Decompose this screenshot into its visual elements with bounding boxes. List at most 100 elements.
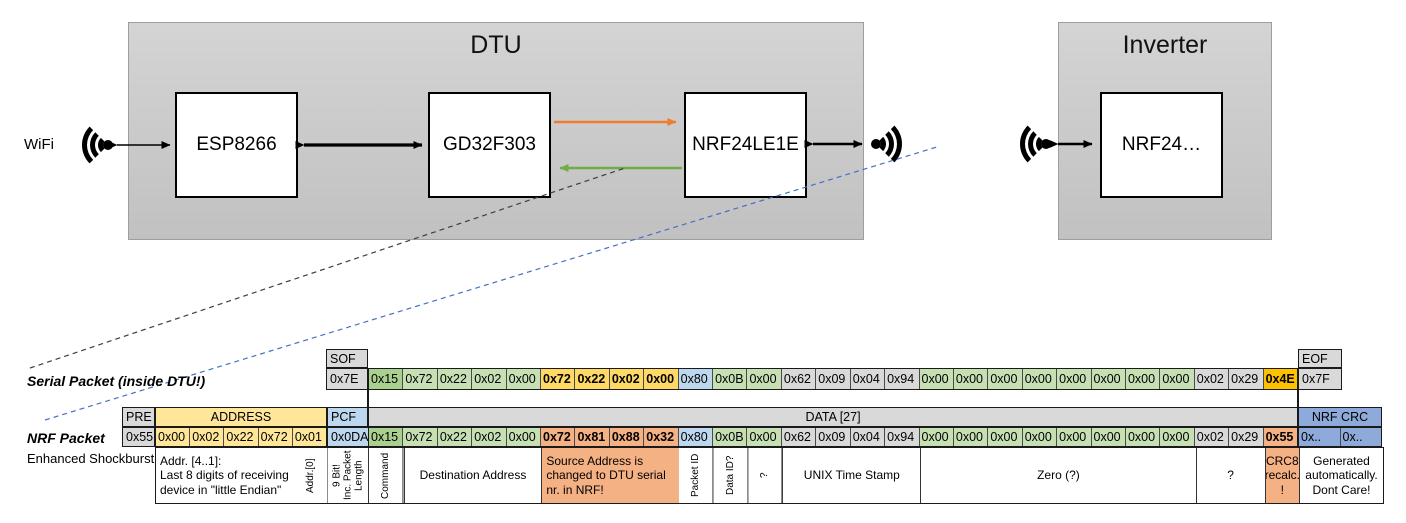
nrf-byte-cell: 0x02 — [1193, 428, 1229, 446]
annotation-cell: Command — [369, 448, 404, 503]
serial-packet-label: Serial Packet (inside DTU!) — [27, 373, 206, 389]
component-label: GD32F303 — [443, 134, 536, 155]
inverter-title: Inverter — [1122, 31, 1208, 59]
annotation-cell: Addr. [4..1]: Last 8 digits of receiving… — [156, 448, 294, 503]
serial-byte-cell: 0x00 — [643, 369, 678, 389]
pre-value-cell: 0x55 — [122, 427, 155, 447]
nrf-byte-cell: 0x00 — [746, 428, 781, 446]
nrf-crc-header-text: NRF CRC — [1299, 408, 1381, 426]
nrf-address-byte-cell: 0x01 — [291, 428, 327, 446]
serial-byte-cell: 0x00 — [1159, 369, 1194, 389]
nrf-byte-cell: 0x32 — [643, 428, 678, 446]
serial-byte-cell: 0x22 — [436, 369, 472, 389]
nrf-byte-cell: 0x00 — [1021, 428, 1057, 446]
nrf-byte-cell: 0x81 — [574, 428, 609, 446]
annotation-cell: Generated automatically. Dont Care! — [1299, 448, 1384, 503]
eof-value-cell: 0x7F — [1298, 368, 1342, 390]
pcf-value-text: 0x0DA — [328, 428, 369, 446]
nrf-address-byte-cell: 0x02 — [189, 428, 224, 446]
serial-byte-cell: 0x00 — [1056, 369, 1091, 389]
eof-header-text: EOF — [1299, 350, 1341, 367]
serial-byte-cell: 0x4E — [1262, 369, 1297, 389]
serial-byte-cell: 0x00 — [746, 369, 781, 389]
wifi-dot-icon — [871, 139, 881, 149]
address-header-text: ADDRESS — [156, 408, 326, 426]
component-box-esp8266: ESP8266 — [175, 92, 298, 198]
nrf-byte-cell: 0x00 — [505, 428, 541, 446]
pre-header-cell: PRE — [122, 407, 155, 427]
wifi-label: WiFi — [24, 136, 54, 153]
serial-byte-cell: 0x00 — [505, 369, 541, 389]
nrf-byte-cell: 0x55 — [1262, 428, 1297, 446]
serial-byte-cell: 0x02 — [608, 369, 644, 389]
wifi-arc-icon — [82, 119, 134, 171]
nrf-byte-cell: 0x00 — [952, 428, 988, 446]
nrf-byte-cell: 0x62 — [780, 428, 816, 446]
serial-byte-cell: 0x72 — [402, 369, 437, 389]
nrf-byte-cell: 0x00 — [1124, 428, 1160, 446]
component-label: NRF24… — [1121, 134, 1202, 155]
enhanced-shockburst-label: Enhanced Shockburst — [27, 451, 155, 466]
nrf-address-byte-cell: 0x00 — [156, 428, 190, 446]
wifi-icon — [66, 117, 114, 173]
wifi-dot-icon — [103, 140, 113, 150]
annotation-cell: CRC8 recalc. ! — [1264, 448, 1300, 503]
nrf-byte-cell: 0x29 — [1228, 428, 1263, 446]
eof-value-text: 0x7F — [1299, 369, 1341, 389]
serial-byte-cell: 0x02 — [471, 369, 506, 389]
nrf-byte-cell: 0x00 — [1159, 428, 1194, 446]
component-box-nrf24: NRF24… — [1100, 92, 1223, 198]
annotation-cell: Source Address is changed to DTU serial … — [541, 448, 680, 503]
pcf-header-cell: PCF — [327, 407, 368, 427]
serial-byte-cell: 0x00 — [1124, 369, 1160, 389]
component-label: ESP8266 — [196, 134, 277, 155]
serial-byte-cell: 0x00 — [1021, 369, 1057, 389]
annotation-cell: UNIX Time Stamp — [782, 448, 921, 503]
component-box-nrf24le1e: NRF24LE1E — [684, 92, 807, 198]
serial-byte-cell: 0x15 — [369, 369, 403, 389]
nrf-annotations-row: Addr. [4..1]: Last 8 digits of receiving… — [155, 447, 1385, 504]
nrf-byte-cell: 0x0B — [712, 428, 747, 446]
annotation-cell: ? — [1195, 448, 1265, 503]
nrf-crc-byte-cell: 0x.. — [1339, 428, 1381, 446]
serial-byte-cell: 0x02 — [1193, 369, 1229, 389]
annotation-cell: ? — [748, 448, 783, 503]
nrf-address-byte-cell: 0x22 — [223, 428, 258, 446]
serial-byte-cell: 0x04 — [849, 369, 885, 389]
annotation-cell: Data ID? — [713, 448, 748, 503]
nrf-crc-byte-cell: 0x.. — [1299, 428, 1340, 446]
annotation-cell: Packet ID — [679, 448, 714, 503]
nrf-crc-values-row: 0x..0x.. — [1298, 427, 1382, 447]
component-box-gd32f303: GD32F303 — [428, 92, 551, 198]
sof-header-text: SOF — [327, 350, 367, 367]
serial-byte-cell: 0x29 — [1228, 369, 1263, 389]
pre-value-text: 0x55 — [123, 428, 154, 446]
serial-byte-cell: 0x00 — [952, 369, 988, 389]
address-header-cell: ADDRESS — [155, 407, 327, 427]
wifi-icon — [1004, 116, 1052, 172]
nrf-byte-cell: 0x72 — [402, 428, 437, 446]
nrf-crc-header-cell: NRF CRC — [1298, 407, 1382, 427]
nrf-address-byte-cell: 0x72 — [257, 428, 292, 446]
pre-header-text: PRE — [123, 408, 154, 426]
serial-byte-cell: 0x09 — [815, 369, 850, 389]
wifi-dot-icon — [1041, 139, 1051, 149]
annotation-cell: Zero (?) — [920, 448, 1196, 503]
nrf-byte-cell: 0x88 — [608, 428, 644, 446]
data-header-cell: DATA [27] — [368, 407, 1298, 427]
nrf-byte-cell: 0x09 — [815, 428, 850, 446]
nrf-byte-cell: 0x72 — [540, 428, 575, 446]
nrf-byte-cell: 0x04 — [849, 428, 885, 446]
sof-header-cell: SOF — [326, 349, 368, 368]
nrf-byte-cell: 0x00 — [987, 428, 1022, 446]
dtu-title: DTU — [470, 31, 522, 59]
component-label: NRF24LE1E — [692, 134, 799, 155]
serial-byte-cell: 0x94 — [884, 369, 919, 389]
annotation-cell: Addr.[0] — [293, 448, 329, 503]
serial-byte-cell: 0x62 — [780, 369, 816, 389]
nrf-byte-cell: 0x22 — [436, 428, 472, 446]
